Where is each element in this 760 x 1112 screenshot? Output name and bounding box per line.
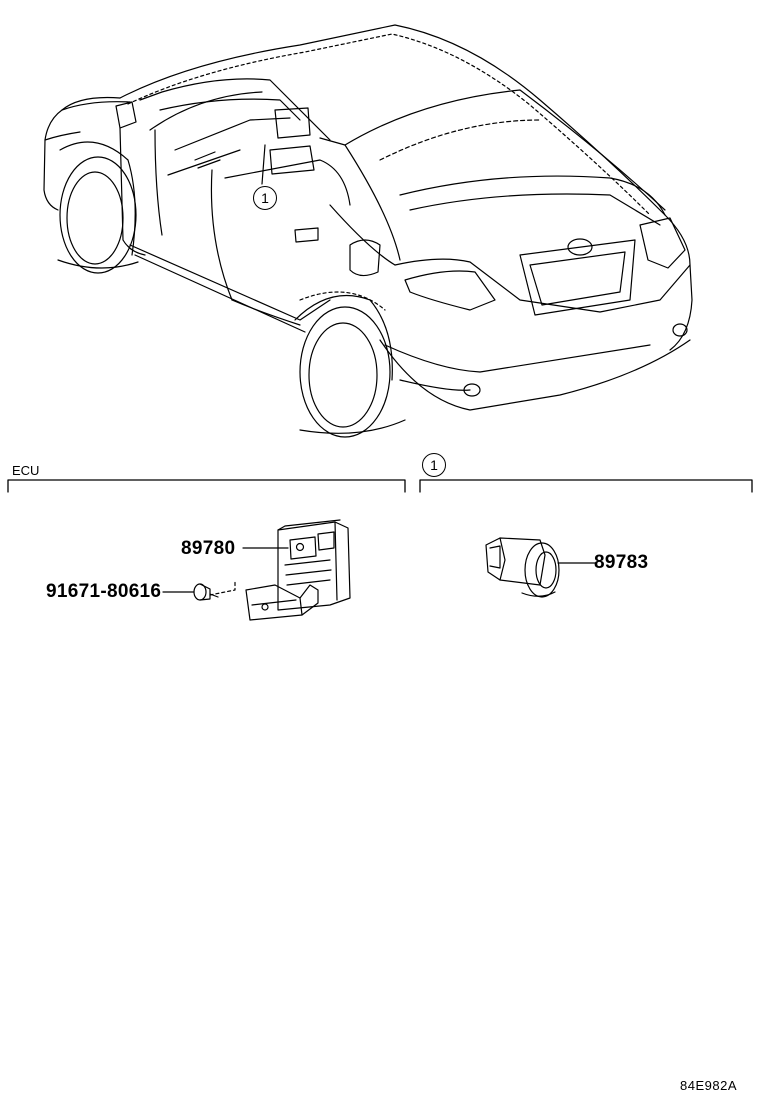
sensor-component (485, 537, 597, 598)
callout-1-on-car: 1 (253, 186, 277, 210)
section-title-1: 1 (422, 453, 446, 477)
section-brackets (7, 479, 753, 493)
part-number-89780: 89780 (181, 538, 236, 559)
part-number-91671-80616: 91671-80616 (46, 581, 162, 602)
drawing-code: 84E982A (680, 1078, 737, 1093)
section-title-ecu: ECU (12, 463, 40, 478)
car-illustration (43, 24, 693, 438)
part-number-89783: 89783 (594, 552, 649, 573)
bolt-component (162, 583, 219, 601)
ecu-component (209, 519, 351, 621)
